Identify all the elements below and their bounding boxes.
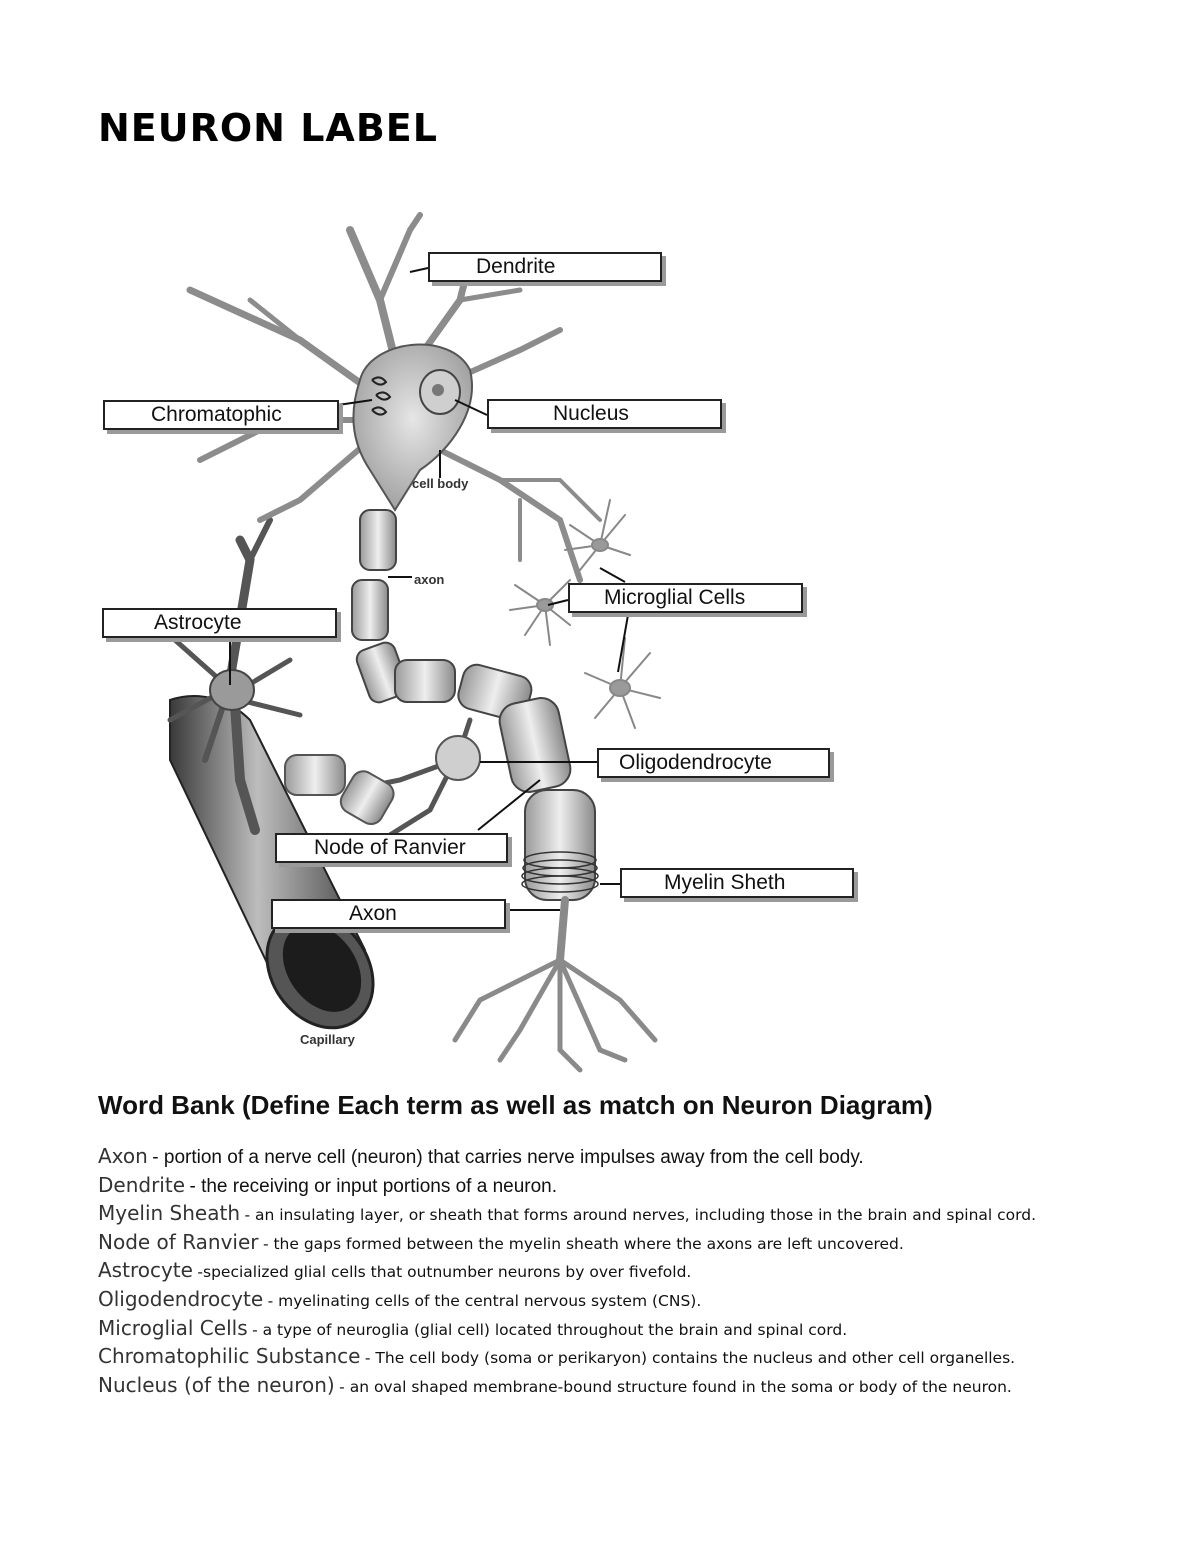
definition-myelin-sheath: - an insulating layer, or sheath that fo… (244, 1206, 1037, 1225)
word-bank-item: Myelin Sheath - an insulating layer, or … (98, 1201, 1036, 1230)
axon-drawing (351, 509, 599, 901)
label-myelin-sheth: Myelin Sheth (620, 868, 854, 898)
term-nucleus: Nucleus (of the neuron) (98, 1372, 335, 1397)
astrocyte-drawing (167, 517, 303, 835)
neuron-illustration (167, 212, 661, 1073)
leader-lines (229, 267, 629, 911)
definition-oligodendrocyte: - myelinating cells of the central nervo… (267, 1291, 702, 1310)
capillary-caption: Capillary (300, 1032, 355, 1047)
word-bank-list: Axon - portion of a nerve cell (neuron) … (98, 1144, 1036, 1401)
label-astrocyte: Astrocyte (102, 608, 337, 638)
label-axon: Axon (271, 899, 506, 929)
label-oligodendrocyte: Oligodendrocyte (597, 748, 830, 778)
word-bank-item: Node of Ranvier - the gaps formed betwee… (98, 1230, 1036, 1259)
definition-astrocyte: -specialized glial cells that outnumber … (197, 1263, 692, 1282)
cell-body-caption: cell body (412, 476, 469, 491)
label-node-of-ranvier: Node of Ranvier (275, 833, 508, 863)
term-axon: Axon (98, 1144, 148, 1168)
term-microglial-cells: Microglial Cells (98, 1315, 248, 1340)
term-myelin-sheath: Myelin Sheath (98, 1201, 240, 1226)
microglia-drawing (509, 499, 661, 729)
word-bank-item: Astrocyte -specialized glial cells that … (98, 1258, 1036, 1287)
definition-axon: - portion of a nerve cell (neuron) that … (152, 1147, 864, 1168)
word-bank-item: Dendrite - the receiving or input portio… (98, 1173, 1036, 1202)
definition-chromatophilic-substance: - The cell body (soma or perikaryon) con… (364, 1349, 1016, 1368)
word-bank-item: Axon - portion of a nerve cell (neuron) … (98, 1144, 1036, 1173)
capillary-drawing (169, 695, 375, 1030)
axon-caption: axon (414, 572, 445, 587)
definition-nucleus: - an oval shaped membrane-bound structur… (339, 1377, 1012, 1396)
word-bank-item: Nucleus (of the neuron) - an oval shaped… (98, 1373, 1036, 1402)
definition-microglial-cells: - a type of neuroglia (glial cell) locat… (252, 1320, 848, 1339)
word-bank-item: Oligodendrocyte - myelinating cells of t… (98, 1287, 1036, 1316)
word-bank-item: Microglial Cells - a type of neuroglia (… (98, 1316, 1036, 1345)
definition-dendrite: - the receiving or input portions of a n… (189, 1175, 558, 1197)
chromatophilic-drawing (371, 376, 392, 416)
term-oligodendrocyte: Oligodendrocyte (98, 1286, 264, 1311)
term-chromatophilic-substance: Chromatophilic Substance (98, 1344, 361, 1369)
term-astrocyte: Astrocyte (98, 1258, 193, 1283)
page-title: NEURON LABEL (98, 106, 438, 150)
term-node-of-ranvier: Node of Ranvier (98, 1229, 259, 1254)
definition-node-of-ranvier: - the gaps formed between the myelin she… (262, 1234, 904, 1253)
term-dendrite: Dendrite (98, 1172, 186, 1197)
label-dendrite: Dendrite (428, 252, 662, 282)
label-microglial-cells: Microglial Cells (568, 583, 803, 613)
label-chromatophic: Chromatophic (103, 400, 339, 430)
axon-terminals-drawing (452, 896, 658, 1073)
oligodendrocyte-drawing (284, 717, 481, 838)
word-bank-heading: Word Bank (Define Each term as well as m… (98, 1090, 933, 1120)
label-nucleus: Nucleus (487, 399, 722, 429)
word-bank-item: Chromatophilic Substance - The cell body… (98, 1344, 1036, 1373)
